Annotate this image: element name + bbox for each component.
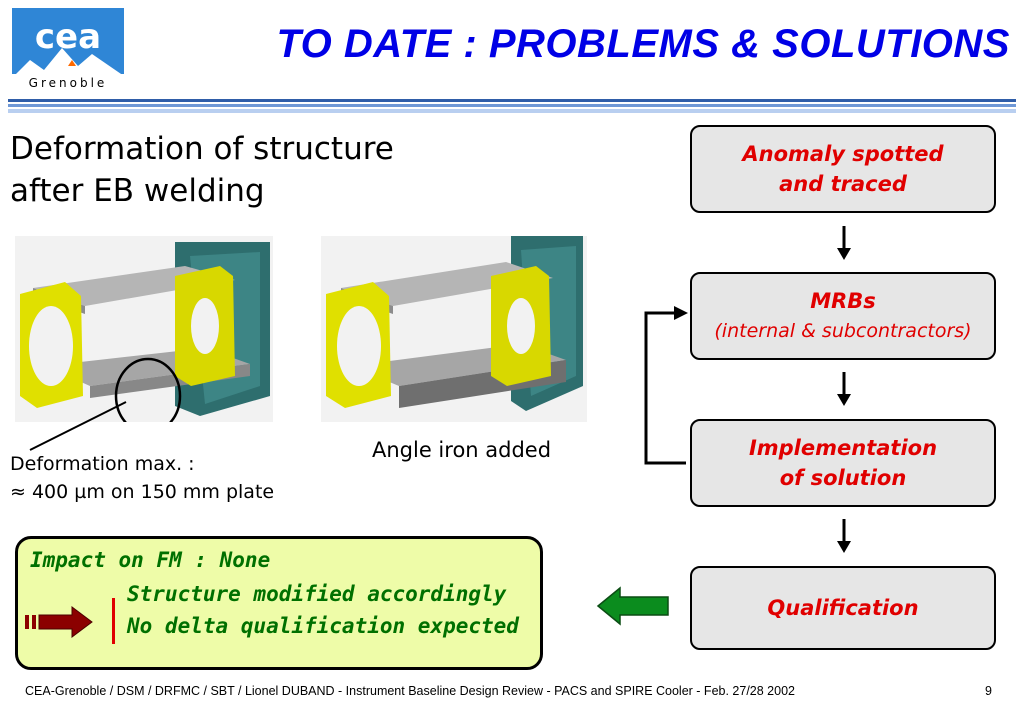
impact-divider bbox=[112, 598, 115, 644]
flow-step-anomaly-line-1: Anomaly spotted bbox=[742, 142, 944, 166]
cea-grenoble-logo: cea Grenoble bbox=[12, 8, 124, 90]
deformation-caption: Deformation max. : ≈ 400 µm on 150 mm pl… bbox=[10, 450, 330, 506]
right-arrow-icon bbox=[25, 606, 93, 638]
down-arrow-icon bbox=[837, 372, 851, 406]
logo-text: cea bbox=[35, 17, 101, 57]
page-number: 9 bbox=[985, 684, 992, 698]
down-arrow-icon bbox=[837, 519, 851, 553]
deformation-caption-line-2: ≈ 400 µm on 150 mm plate bbox=[10, 481, 275, 503]
impact-title: Impact on FM : None bbox=[30, 548, 271, 572]
feedback-loop-arrow-icon bbox=[644, 306, 688, 465]
title-rule bbox=[8, 99, 1016, 113]
flow-step-qualification: Qualification bbox=[690, 566, 996, 650]
impact-line-2: No delta qualification expected bbox=[127, 614, 519, 638]
subtitle-line-2: after EB welding bbox=[10, 173, 265, 209]
impact-box bbox=[15, 536, 543, 670]
flow-step-anomaly: Anomaly spotted and traced bbox=[690, 125, 996, 213]
flow-step-implementation-line-2: of solution bbox=[779, 466, 907, 490]
subtitle-line-1: Deformation of structure bbox=[10, 131, 394, 167]
flow-step-implementation: Implementation of solution bbox=[690, 419, 996, 507]
slide-subtitle: Deformation of structure after EB weldin… bbox=[10, 128, 510, 212]
impact-line-1: Structure modified accordingly bbox=[127, 582, 507, 606]
flow-step-qualification-label: Qualification bbox=[767, 596, 919, 620]
down-arrow-icon bbox=[837, 226, 851, 260]
structure-render-deformed bbox=[15, 236, 273, 435]
flow-step-implementation-line-1: Implementation bbox=[748, 436, 938, 460]
flow-step-anomaly-line-2: and traced bbox=[779, 172, 907, 196]
deformation-pointer-line bbox=[29, 401, 127, 451]
structure-render-angle-iron bbox=[321, 236, 587, 422]
left-arrow-icon bbox=[596, 586, 669, 626]
flow-step-mrbs-line-1: MRBs bbox=[810, 289, 876, 313]
flow-step-mrbs: MRBs (internal & subcontractors) bbox=[690, 272, 996, 360]
angle-iron-caption: Angle iron added bbox=[372, 438, 552, 462]
logo-subtext: Grenoble bbox=[29, 76, 108, 90]
flow-step-mrbs-line-2: (internal & subcontractors) bbox=[714, 320, 972, 342]
footer-text: CEA-Grenoble / DSM / DRFMC / SBT / Lione… bbox=[25, 684, 795, 698]
deformation-caption-line-1: Deformation max. : bbox=[10, 453, 195, 475]
slide-title: TO DATE : PROBLEMS & SOLUTIONS bbox=[276, 22, 1010, 66]
